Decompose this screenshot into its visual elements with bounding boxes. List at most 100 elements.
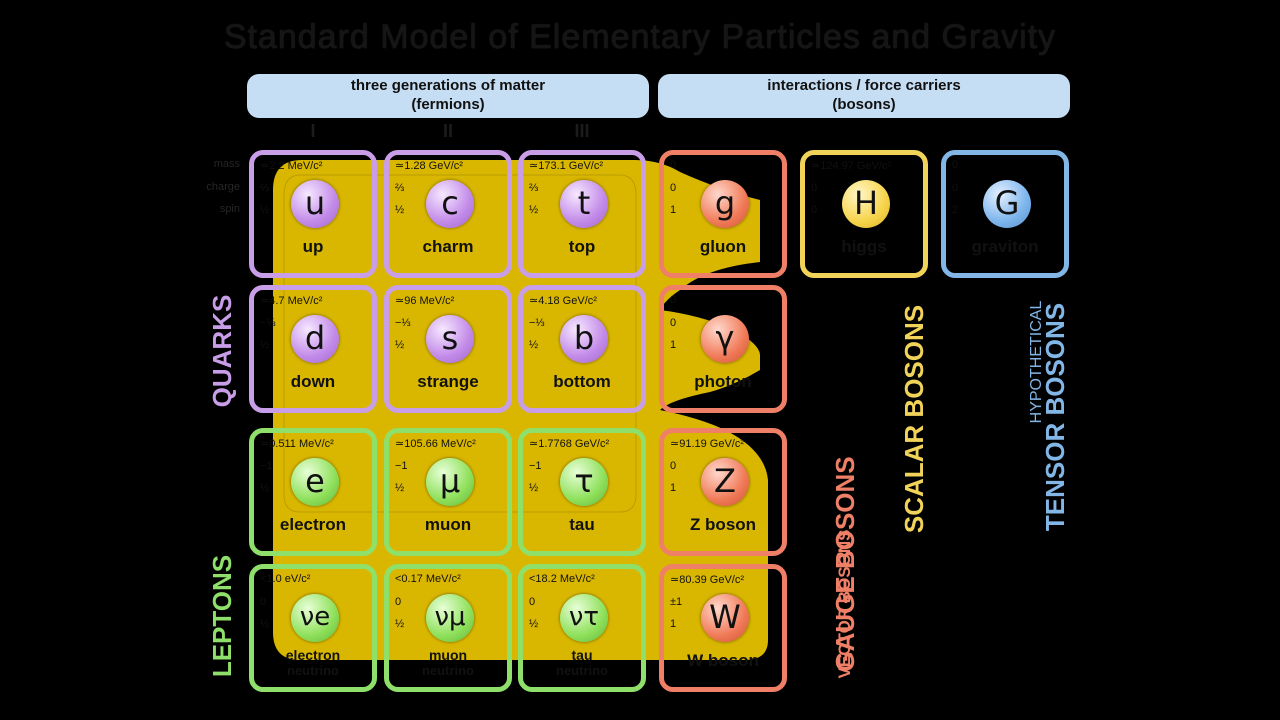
particle-name-line2: neutrino <box>287 663 339 678</box>
particle-symbol: Z <box>701 458 749 506</box>
quarks-label: QUARKS <box>207 294 237 408</box>
particle-symbol: G <box>983 180 1031 228</box>
charge-row-label: charge <box>206 181 240 193</box>
particle-symbol: γ <box>701 315 749 363</box>
particle-charge: −1 <box>529 460 542 472</box>
particle-mass: 0 <box>952 159 959 171</box>
particle-mass: ≃124.97 GeV/c² <box>811 160 892 172</box>
particle-charge: 0 <box>670 460 677 472</box>
particle-symbol: b <box>560 315 608 363</box>
particle-spin: ½ <box>395 618 405 630</box>
fermions-header-line1: three generations of matter <box>350 77 546 94</box>
particle-symbol: W <box>701 594 749 642</box>
particle-spin: 2 <box>952 204 959 216</box>
particle-name: tau <box>571 647 593 663</box>
particle-card-muon: ≃105.66 MeV/c² −1 ½ μ muon <box>384 428 512 556</box>
particle-name: tau <box>569 515 595 534</box>
particle-card-tau-neutrino: <18.2 MeV/c² 0 ½ ντ tau neutrino <box>518 564 646 692</box>
generation-3-label: III <box>574 121 590 141</box>
particle-symbol: u <box>291 180 339 228</box>
tensor-bosons-label: TENSOR BOSONS <box>1040 302 1070 532</box>
particle-charge: −1 <box>260 460 273 472</box>
quark-lepton-outline <box>283 174 637 513</box>
particle-spin: ½ <box>529 339 539 351</box>
particle-card-photon: 0 0 1 γ photon <box>659 285 787 413</box>
particle-spin: ½ <box>395 339 405 351</box>
particle-card-z-boson: ≃91.19 GeV/c² 0 1 Z Z boson <box>659 428 787 556</box>
particle-mass: ≃80.39 GeV/c² <box>670 574 745 586</box>
particle-name: photon <box>694 372 752 391</box>
particle-charge: 0 <box>395 596 402 608</box>
generation-1-label: I <box>310 121 316 141</box>
particle-mass: ≃105.66 MeV/c² <box>395 438 476 450</box>
particle-name: W boson <box>687 651 759 670</box>
particle-symbol: c <box>426 180 474 228</box>
bosons-header: interactions / force carriers (bosons) <box>658 74 1070 118</box>
particle-mass: 0 <box>670 294 677 306</box>
particle-mass: ≃1.7768 GeV/c² <box>529 438 610 450</box>
particle-charge: 0 <box>670 317 677 329</box>
generation-2-label: II <box>442 121 453 141</box>
particle-mass: <18.2 MeV/c² <box>529 573 595 585</box>
particle-charge: 0 <box>952 182 959 194</box>
particle-name: bottom <box>553 372 611 391</box>
leptons-label: LEPTONS <box>207 554 237 678</box>
particle-spin: 1 <box>670 204 677 216</box>
particle-name: charm <box>422 237 474 256</box>
particle-card-muon-neutrino: <0.17 MeV/c² 0 ½ νμ muon neutrino <box>384 564 512 692</box>
particle-spin: ½ <box>260 339 270 351</box>
particle-charge: −1 <box>395 460 408 472</box>
particle-symbol: t <box>560 180 608 228</box>
particle-card-electron-neutrino: <1.0 eV/c² 0 ½ νe electron neutrino <box>249 564 377 692</box>
particle-spin: 1 <box>670 482 677 494</box>
particle-name: electron <box>279 515 347 534</box>
particle-name: up <box>302 237 324 256</box>
particle-charge: −⅓ <box>260 317 276 329</box>
particle-name: higgs <box>841 237 887 256</box>
particle-mass: 0 <box>670 159 677 171</box>
particle-name: Z boson <box>689 515 757 534</box>
particle-name: gluon <box>699 237 747 256</box>
spin-row-label: spin <box>219 203 240 215</box>
particle-spin: ½ <box>260 618 270 630</box>
particle-name: top <box>568 237 596 256</box>
particle-card-strange: ≃96 MeV/c² −⅓ ½ s strange <box>384 285 512 413</box>
particle-charge: ⅔ <box>529 182 539 194</box>
particle-charge: ±1 <box>670 596 683 608</box>
vector-bosons-label: VECTOR BOSONS <box>835 529 854 679</box>
particle-symbol: τ <box>560 458 608 506</box>
particle-card-tau: ≃1.7768 GeV/c² −1 ½ τ tau <box>518 428 646 556</box>
particle-mass: ≃4.7 MeV/c² <box>260 295 323 307</box>
particle-card-higgs: ≃124.97 GeV/c² 0 0 H higgs <box>800 150 928 278</box>
particle-card-electron: ≃0.511 MeV/c² −1 ½ e electron <box>249 428 377 556</box>
particle-spin: 1 <box>670 618 677 630</box>
particle-mass: <0.17 MeV/c² <box>395 573 461 585</box>
scalar-bosons-label: SCALAR BOSONS <box>899 304 929 534</box>
particle-mass: ≃96 MeV/c² <box>395 295 455 307</box>
particle-symbol: s <box>426 315 474 363</box>
particle-name: electron <box>285 647 341 663</box>
particle-spin: ½ <box>529 618 539 630</box>
particle-name: strange <box>417 372 479 391</box>
particle-spin: ½ <box>529 204 539 216</box>
particle-charge: −⅓ <box>529 317 545 329</box>
particle-charge: 0 <box>260 596 267 608</box>
particle-charge: 0 <box>811 182 818 194</box>
particle-mass: ≃2.2 MeV/c² <box>260 160 323 172</box>
particle-card-down: ≃4.7 MeV/c² −⅓ ½ d down <box>249 285 377 413</box>
particle-card-up: ≃2.2 MeV/c² ⅔ ½ u up <box>249 150 377 278</box>
particle-charge: 0 <box>670 182 677 194</box>
particle-spin: 1 <box>670 339 677 351</box>
particle-card-w-boson: ≃80.39 GeV/c² ±1 1 W W boson <box>659 564 787 692</box>
particle-symbol: H <box>842 180 890 228</box>
particle-name: down <box>290 372 336 391</box>
particle-name: graviton <box>971 237 1039 256</box>
fermions-header-line2: (fermions) <box>411 96 485 113</box>
particle-mass: ≃1.28 GeV/c² <box>395 160 463 172</box>
particle-name-line2: neutrino <box>422 663 474 678</box>
fermions-header: three generations of matter (fermions) <box>247 74 649 118</box>
particle-charge: ⅔ <box>260 182 270 194</box>
bosons-header-line1: interactions / force carriers <box>767 77 961 94</box>
particle-symbol: g <box>701 180 749 228</box>
particle-symbol: νe <box>291 594 339 642</box>
